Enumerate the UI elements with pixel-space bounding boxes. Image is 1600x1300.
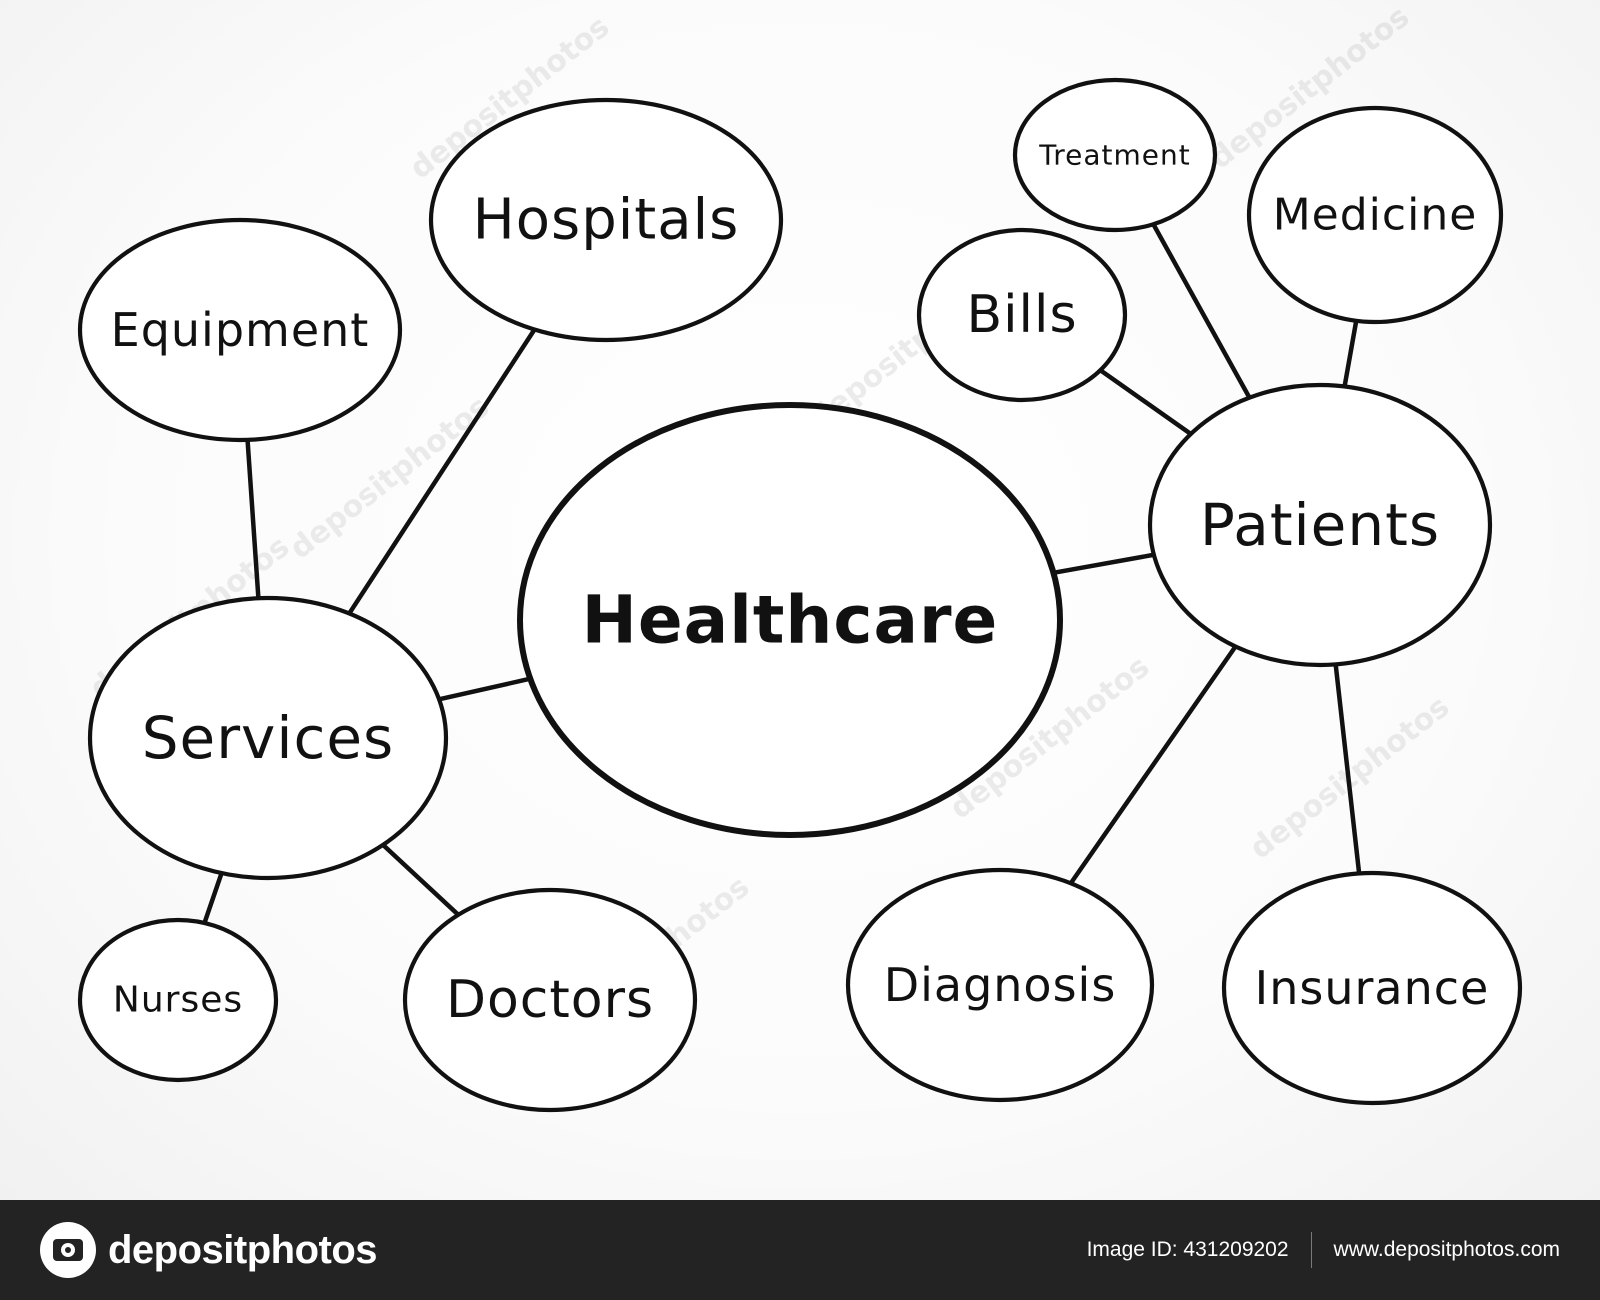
- node-equipment: Equipment: [77, 217, 403, 443]
- bills-label: Bills: [966, 285, 1077, 345]
- brand[interactable]: depositphotos: [40, 1222, 378, 1278]
- connector-patients-insurance: [1333, 662, 1362, 876]
- brand-name: depositphotos: [108, 1227, 378, 1272]
- treatment-label: Treatment: [1038, 139, 1190, 172]
- connector-services-equipment: [245, 437, 261, 601]
- node-patients: Patients: [1147, 382, 1493, 668]
- connector-patients-diagnosis: [1068, 644, 1238, 886]
- node-services: Services: [87, 595, 449, 881]
- healthcare-bubble: [517, 402, 1063, 838]
- patients-label: Patients: [1200, 491, 1440, 559]
- treatment-bubble: [1012, 77, 1218, 233]
- diagnosis-bubble: [845, 867, 1155, 1103]
- patients-bubble: [1147, 382, 1493, 668]
- node-healthcare: Healthcare: [517, 402, 1063, 838]
- connector-services-hospitals: [347, 327, 537, 616]
- node-nurses: Nurses: [77, 917, 279, 1083]
- node-doctors: Doctors: [402, 887, 698, 1113]
- healthcare-label: Healthcare: [582, 582, 999, 659]
- diagnosis-label: Diagnosis: [884, 958, 1117, 1012]
- doctors-bubble: [402, 887, 698, 1113]
- medicine-label: Medicine: [1273, 190, 1478, 241]
- connector-layer: [202, 222, 1362, 926]
- camera-logo-icon: [40, 1222, 96, 1278]
- stock-footer-bar: depositphotos Image ID: 431209202 www.de…: [0, 1200, 1600, 1300]
- node-hospitals: Hospitals: [428, 97, 784, 343]
- equipment-bubble: [77, 217, 403, 443]
- insurance-bubble: [1221, 870, 1523, 1106]
- insurance-label: Insurance: [1255, 961, 1490, 1015]
- node-medicine: Medicine: [1246, 105, 1504, 325]
- connector-patients-bills: [1098, 367, 1194, 437]
- bills-bubble: [916, 227, 1128, 403]
- node-bills: Bills: [916, 227, 1128, 403]
- services-bubble: [87, 595, 449, 881]
- hospitals-bubble: [428, 97, 784, 343]
- services-label: Services: [142, 704, 395, 772]
- image-id-text: Image ID: 431209202: [1086, 1238, 1289, 1261]
- node-diagnosis: Diagnosis: [845, 867, 1155, 1103]
- footer-divider: [1310, 1232, 1312, 1268]
- doctors-label: Doctors: [446, 970, 654, 1030]
- connector-patients-treatment: [1151, 222, 1252, 400]
- hospitals-label: Hospitals: [473, 188, 740, 253]
- mind-map-diagram: depositphotosdepositphotosdepositphotosd…: [77, 0, 1523, 1113]
- node-treatment: Treatment: [1012, 77, 1218, 233]
- image-meta: Image ID: 431209202 www.depositphotos.co…: [1087, 1232, 1560, 1268]
- connector-healthcare-services: [436, 676, 533, 702]
- connector-patients-medicine: [1342, 318, 1359, 389]
- node-insurance: Insurance: [1221, 870, 1523, 1106]
- equipment-label: Equipment: [111, 303, 370, 357]
- site-url-link[interactable]: www.depositphotos.com: [1333, 1238, 1560, 1261]
- connector-healthcare-patients: [1051, 552, 1157, 576]
- connector-services-doctors: [380, 842, 461, 918]
- medicine-bubble: [1246, 105, 1504, 325]
- connector-services-nurses: [202, 870, 224, 926]
- nurses-bubble: [77, 917, 279, 1083]
- nurses-label: Nurses: [113, 980, 243, 1021]
